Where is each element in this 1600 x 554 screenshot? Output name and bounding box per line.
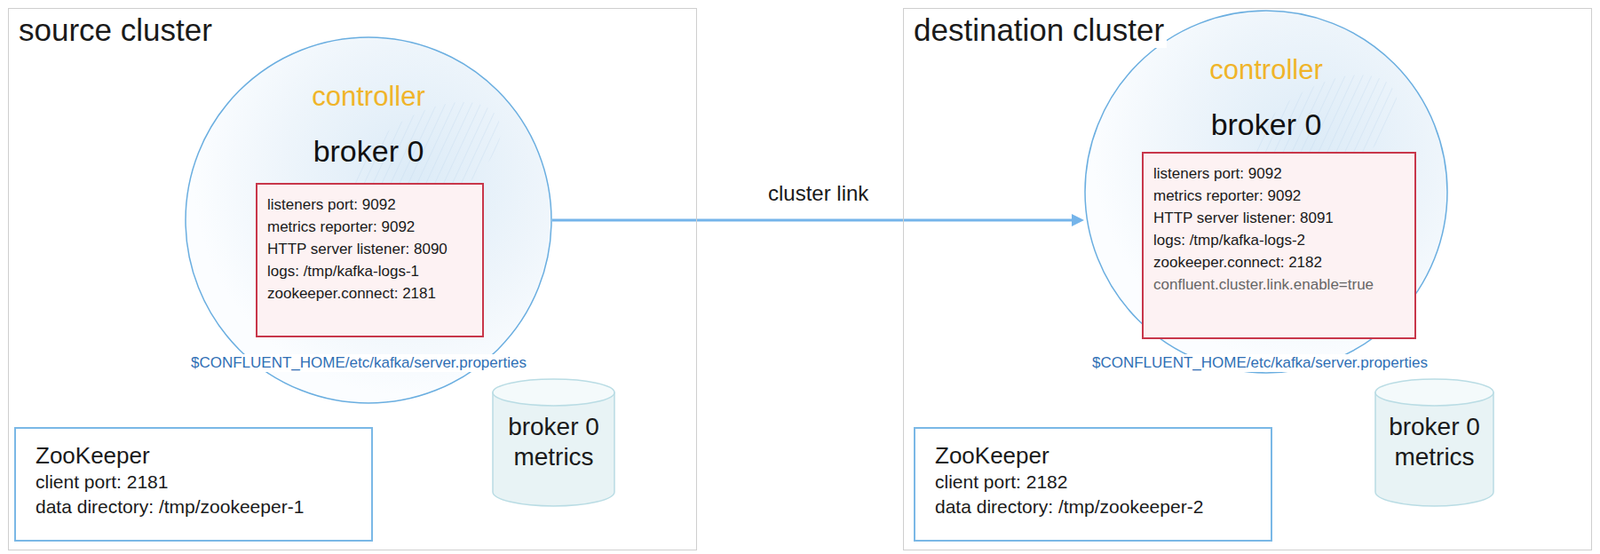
config-box: listeners port: 9092metrics reporter: 90… [255,182,484,338]
config-line: zookeeper.connect: 2181 [267,282,474,305]
config-box: listeners port: 9092metrics reporter: 90… [1141,151,1417,340]
link-line [552,219,1072,222]
cluster-panel: destination cluster controller broker 0 lis… [902,7,1593,551]
broker-circle: controller broker 0 listeners port: 9092me… [1084,9,1449,374]
metrics-cylinder: broker 0 metrics [491,378,617,507]
config-line: metrics reporter: 9092 [267,215,474,238]
config-line: logs: /tmp/kafka-logs-1 [267,260,474,283]
zookeeper-setting: data directory: /tmp/zookeeper-1 [35,494,352,520]
metrics-cylinder: broker 0 metrics [1373,378,1496,507]
panel-title: source cluster [15,12,215,48]
config-line: listeners port: 9092 [267,193,474,216]
cluster-panel: source cluster controller broker 0 listener… [7,7,698,551]
arrowhead [1071,213,1085,227]
cylinder-label: broker 0 metrics [1377,411,1493,473]
config-line: zookeeper.connect: 2182 [1153,251,1406,274]
zookeeper-title: ZooKeeper [35,441,352,470]
config-line: HTTP server listener: 8090 [267,237,474,261]
config-line: metrics reporter: 9092 [1153,184,1406,207]
zookeeper-setting: client port: 2182 [934,469,1252,495]
cylinder-shape [1373,378,1496,507]
config-line: HTTP server listener: 8091 [1153,206,1406,230]
config-line: logs: /tmp/kafka-logs-2 [1153,229,1406,252]
config-file-path: $CONFLUENT_HOME/etc/kafka/server.propert… [188,354,530,373]
edge-label: cluster link [765,181,872,206]
role-label: controller [1084,53,1449,87]
role-label: controller [184,79,553,113]
broker-name: broker 0 [184,133,553,169]
broker-circle: controller broker 0 listeners port: 9092me… [184,36,553,404]
config-file-path: $CONFLUENT_HOME/etc/kafka/server.propert… [1089,354,1431,373]
panel-title: destination cluster [910,12,1167,48]
cylinder-shape [491,378,617,507]
cylinder-label: broker 0 metrics [496,411,612,473]
zookeeper-box: ZooKeeperclient port: 2182data directory… [913,427,1273,542]
config-line: confluent.cluster.link.enable=true [1153,273,1406,296]
link-arrow [552,213,1085,227]
broker-name: broker 0 [1084,106,1449,143]
zookeeper-title: ZooKeeper [934,441,1252,470]
zookeeper-setting: data directory: /tmp/zookeeper-2 [934,494,1252,520]
zookeeper-box: ZooKeeperclient port: 2181data directory… [14,427,373,542]
config-line: listeners port: 9092 [1153,162,1406,185]
zookeeper-setting: client port: 2181 [35,469,352,495]
